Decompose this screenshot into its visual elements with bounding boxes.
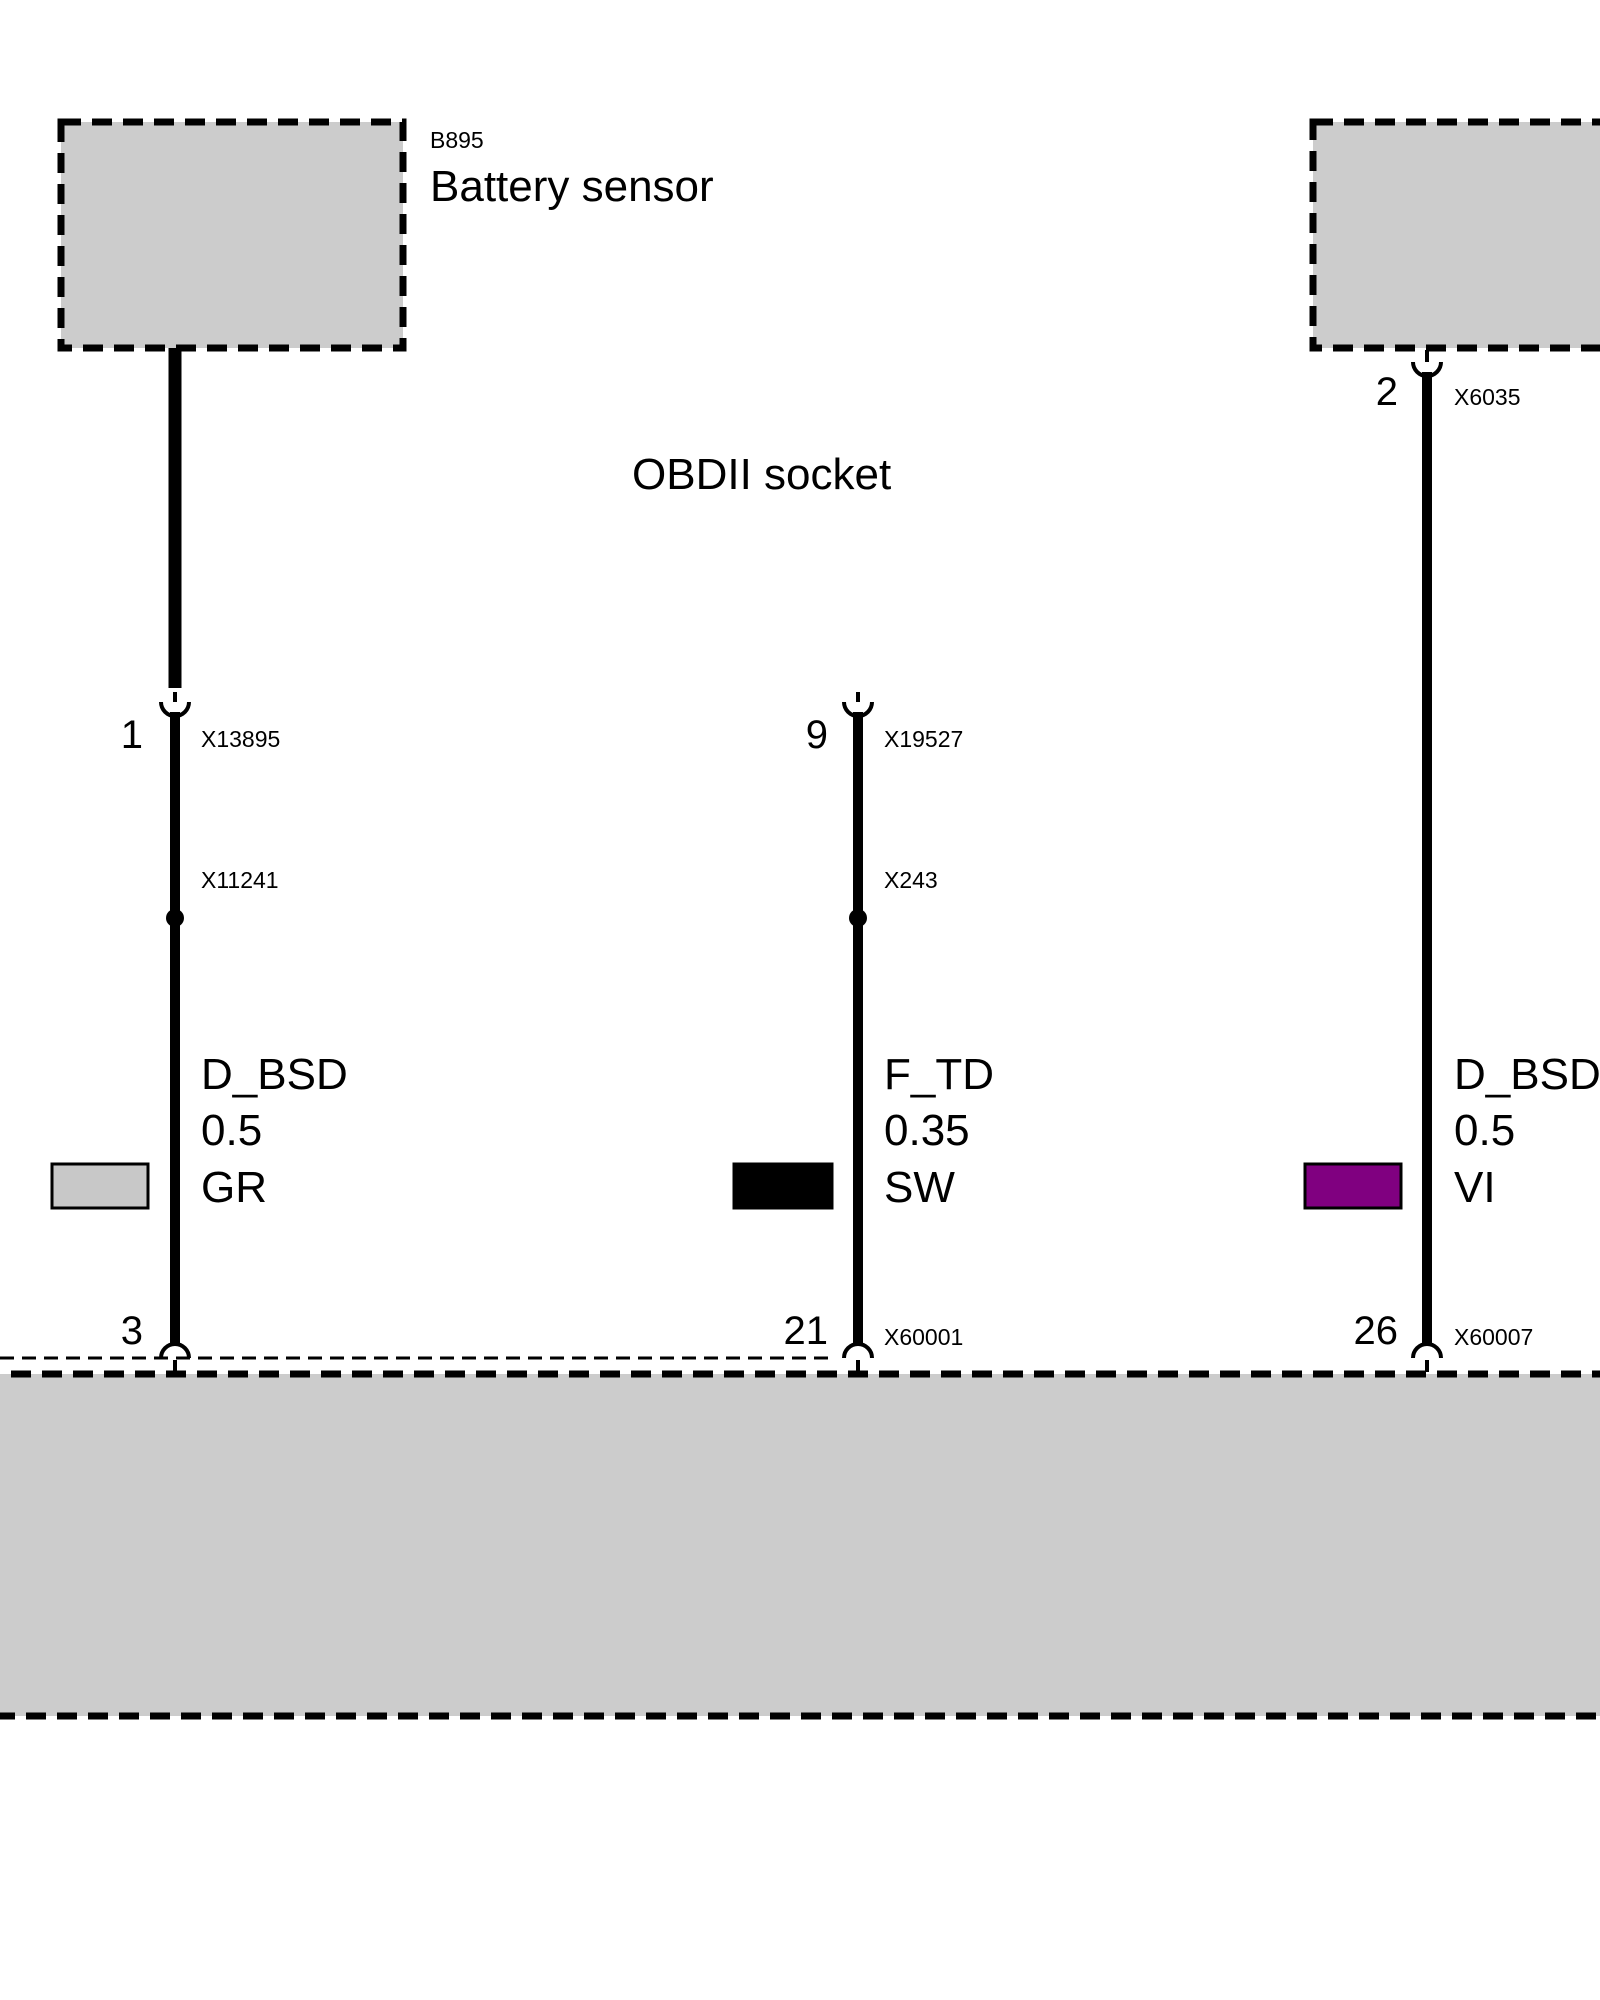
battery-sensor-box: [57, 118, 407, 352]
wire-2-top-connector-id: X19527: [884, 726, 963, 752]
wire-1-splice: [166, 909, 184, 927]
wire-2-splice: [849, 909, 867, 927]
battery-sensor-code: B895: [430, 127, 484, 153]
battery-sensor-name: Battery sensor: [430, 162, 714, 211]
wire-2-signal: F_TD: [884, 1050, 994, 1099]
control-unit-box: [0, 1370, 1600, 1720]
wire-3-top-connector-id: X6035: [1454, 384, 1521, 410]
wire-1-signal: D_BSD: [201, 1050, 348, 1099]
wire-1-color-swatch: [50, 1162, 150, 1210]
wire-3-color-code: VI: [1454, 1163, 1496, 1212]
wire-1-color-code: GR: [201, 1163, 267, 1212]
wire-1-bottom-connector: [159, 1342, 191, 1359]
wire-2-color-swatch: [732, 1162, 834, 1210]
right-component-box: [1309, 118, 1600, 352]
wire-3-size: 0.5: [1454, 1106, 1515, 1155]
wire-3-bottom-pin: 26: [1354, 1309, 1399, 1353]
wire-1-size: 0.5: [201, 1106, 262, 1155]
wire-1-bottom-pin: 3: [121, 1309, 143, 1353]
wire-3-color-swatch: [1303, 1162, 1403, 1210]
wire-1-splice-id: X11241: [201, 867, 279, 893]
wire-2-size: 0.35: [884, 1106, 970, 1155]
wire-3-bottom-connector-id: X60007: [1454, 1324, 1533, 1350]
wire-2-top-pin: 9: [806, 713, 828, 757]
obd-socket-label: OBDII socket: [632, 450, 891, 499]
wire-2-bottom-connector-id: X60001: [884, 1324, 963, 1350]
wire-1-top-pin: 1: [121, 713, 143, 757]
wire-2-bottom-connector: [842, 1342, 874, 1359]
wire-2-splice-id: X243: [884, 867, 938, 893]
wire-2-color-code: SW: [884, 1163, 955, 1212]
wire-2-bottom-pin: 21: [784, 1309, 829, 1353]
wire-3-signal: D_BSD: [1454, 1050, 1600, 1099]
wire-3-bottom-connector: [1411, 1342, 1443, 1359]
wire-3-top-pin: 2: [1376, 370, 1398, 414]
wire-1-top-connector-id: X13895: [201, 726, 280, 752]
